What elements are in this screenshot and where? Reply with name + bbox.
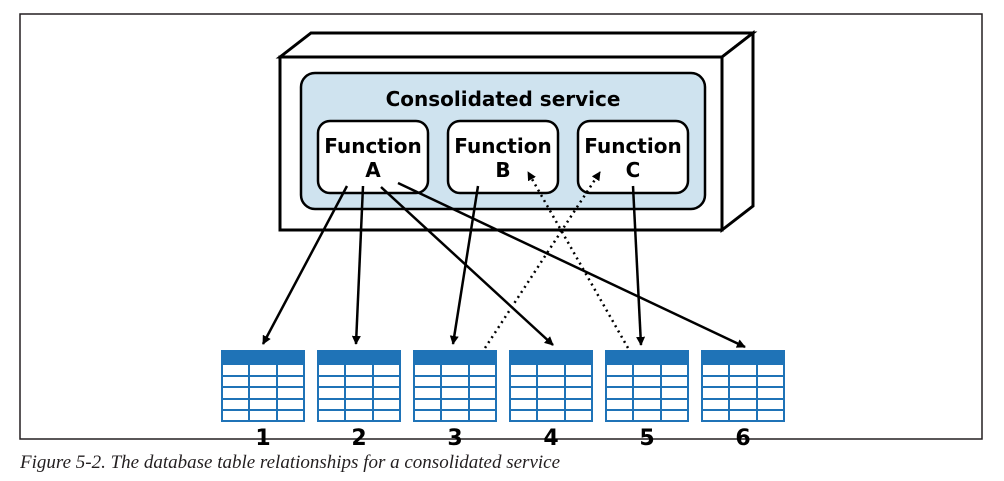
table-label-1: 1	[255, 426, 270, 451]
function-b-line2: B	[495, 158, 510, 182]
connection-arrows	[261, 171, 746, 349]
box-right-face	[720, 29, 755, 234]
arrow-b-to-3	[449, 185, 480, 345]
arrow-a-to-4	[380, 186, 554, 346]
function-c-line1: Function	[584, 134, 681, 158]
function-a-line2: A	[365, 158, 381, 182]
arrow-c-to-5	[631, 185, 646, 346]
table-label-4: 4	[543, 426, 558, 451]
function-b-line1: Function	[454, 134, 551, 158]
arrow-a-to-6	[397, 181, 746, 349]
box-top-face	[275, 31, 758, 59]
table-6	[701, 350, 785, 422]
database-tables	[221, 350, 785, 422]
table-label-2: 2	[351, 426, 366, 451]
table-2	[317, 350, 401, 422]
function-a-line1: Function	[324, 134, 421, 158]
table-label-6: 6	[735, 426, 750, 451]
function-box-b: Function B	[446, 119, 560, 195]
arrow-a-to-2	[351, 185, 365, 345]
function-box-a: Function A	[316, 119, 430, 195]
figure-caption: Figure 5-2. The database table relations…	[20, 452, 561, 473]
function-box-c: Function C	[576, 119, 690, 195]
dotted-arrow-3-to-c	[483, 171, 602, 349]
consolidated-service-title: Consolidated service	[386, 87, 621, 111]
function-c-line2: C	[626, 158, 641, 182]
table-label-3: 3	[447, 426, 462, 451]
table-5	[605, 350, 689, 422]
table-label-5: 5	[639, 426, 654, 451]
arrow-a-to-1	[261, 185, 349, 345]
table-1	[221, 350, 305, 422]
table-3	[413, 350, 497, 422]
table-4	[509, 350, 593, 422]
dotted-arrow-5-to-b	[526, 171, 630, 349]
